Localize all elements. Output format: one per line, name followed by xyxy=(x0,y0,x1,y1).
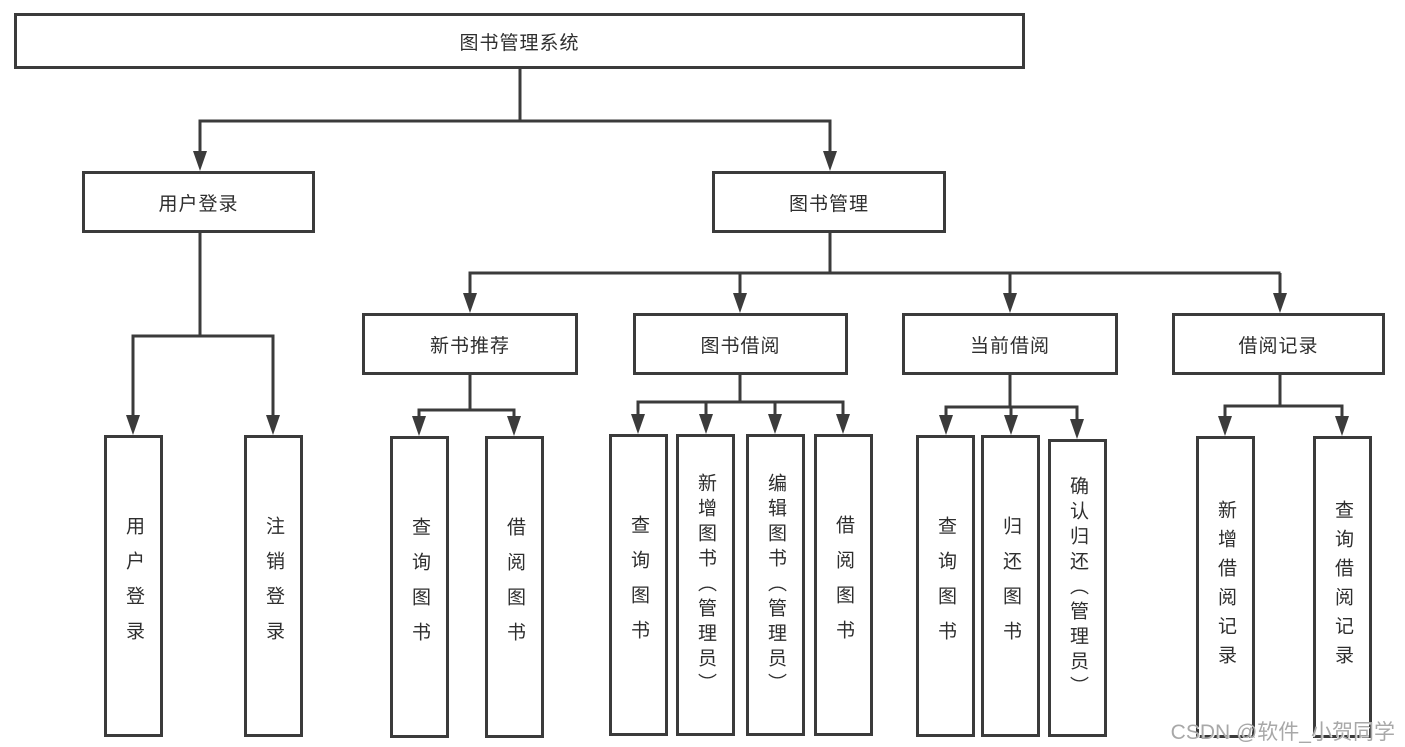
node-leaf-user-login-label: 用户登录 xyxy=(123,516,144,656)
arrowhead xyxy=(733,293,747,313)
node-leaf-borrow-book-a: 借阅图书 xyxy=(485,436,544,738)
arrowhead xyxy=(1218,416,1232,436)
node-leaf-logout: 注销登录 xyxy=(244,435,303,737)
edge-user-login-to-leaves xyxy=(131,233,275,423)
node-new-book-recommend-label: 新书推荐 xyxy=(429,335,510,357)
arrowhead xyxy=(193,151,207,171)
node-leaf-confirm-return: 确认归还（管理员） xyxy=(1048,439,1107,737)
arrowhead xyxy=(463,293,477,313)
node-book-borrow-label: 图书借阅 xyxy=(700,335,781,357)
arrowhead xyxy=(939,415,953,435)
edge-root-to-level2 xyxy=(198,68,832,159)
node-leaf-edit-book-label: 编辑图书（管理员） xyxy=(765,472,786,698)
node-leaf-add-book: 新增图书（管理员） xyxy=(676,434,735,736)
edge-new-book-recommend-to-leaves xyxy=(417,375,516,425)
node-book-management: 图书管理 xyxy=(712,171,946,233)
arrowhead xyxy=(266,415,280,435)
node-leaf-logout-label: 注销登录 xyxy=(263,516,284,656)
arrowhead xyxy=(1003,293,1017,313)
edge-book-borrow-to-leaves xyxy=(636,375,845,421)
arrowhead xyxy=(1070,419,1084,439)
arrowhead xyxy=(1273,293,1287,313)
node-root: 图书管理系统 xyxy=(14,13,1025,69)
node-leaf-query-borrow-record: 查询借阅记录 xyxy=(1313,436,1372,738)
node-leaf-query-book-a: 查询图书 xyxy=(390,436,449,738)
arrowhead xyxy=(1004,415,1018,435)
arrowhead xyxy=(699,414,713,434)
arrowhead xyxy=(507,416,521,436)
node-leaf-query-book-b: 查询图书 xyxy=(609,434,668,736)
node-leaf-borrow-book-b: 借阅图书 xyxy=(814,434,873,736)
node-user-login-label: 用户登录 xyxy=(158,193,239,215)
node-leaf-borrow-book-a-label: 借阅图书 xyxy=(504,517,525,657)
arrowhead xyxy=(836,414,850,434)
node-leaf-query-book-b-label: 查询图书 xyxy=(628,515,649,655)
arrowheads xyxy=(126,151,1349,439)
node-leaf-return-book: 归还图书 xyxy=(981,435,1040,737)
node-user-login: 用户登录 xyxy=(82,171,315,233)
node-leaf-user-login: 用户登录 xyxy=(104,435,163,737)
node-leaf-query-book-c-label: 查询图书 xyxy=(935,516,956,656)
node-root-label: 图书管理系统 xyxy=(459,32,580,54)
node-leaf-query-book-c: 查询图书 xyxy=(916,435,975,737)
edge-book-management-to-level3 xyxy=(468,233,1282,301)
arrowhead xyxy=(768,414,782,434)
node-leaf-borrow-book-b-label: 借阅图书 xyxy=(833,515,854,655)
node-leaf-return-book-label: 归还图书 xyxy=(1000,516,1021,656)
node-leaf-query-book-a-label: 查询图书 xyxy=(409,517,430,657)
node-leaf-confirm-return-label: 确认归还（管理员） xyxy=(1067,475,1088,701)
node-new-book-recommend: 新书推荐 xyxy=(362,313,578,375)
node-leaf-add-book-label: 新增图书（管理员） xyxy=(695,472,716,698)
node-leaf-edit-book: 编辑图书（管理员） xyxy=(746,434,805,736)
edge-borrow-records-to-leaves xyxy=(1223,375,1344,426)
node-current-borrow: 当前借阅 xyxy=(902,313,1118,375)
node-leaf-add-borrow-record-label: 新增借阅记录 xyxy=(1215,500,1236,674)
csdn-watermark: CSDN @软件_小贺同学 xyxy=(1170,721,1395,744)
node-book-management-label: 图书管理 xyxy=(788,193,869,215)
node-current-borrow-label: 当前借阅 xyxy=(969,335,1050,357)
arrowhead xyxy=(412,416,426,436)
node-book-borrow: 图书借阅 xyxy=(633,313,848,375)
node-borrow-records-label: 借阅记录 xyxy=(1238,335,1319,357)
arrowhead xyxy=(823,151,837,171)
arrowhead xyxy=(126,415,140,435)
arrowhead xyxy=(1335,416,1349,436)
node-leaf-query-borrow-record-label: 查询借阅记录 xyxy=(1332,500,1353,674)
node-leaf-add-borrow-record: 新增借阅记录 xyxy=(1196,436,1255,738)
arrowhead xyxy=(631,414,645,434)
node-borrow-records: 借阅记录 xyxy=(1172,313,1385,375)
connector-lines xyxy=(131,68,1344,427)
